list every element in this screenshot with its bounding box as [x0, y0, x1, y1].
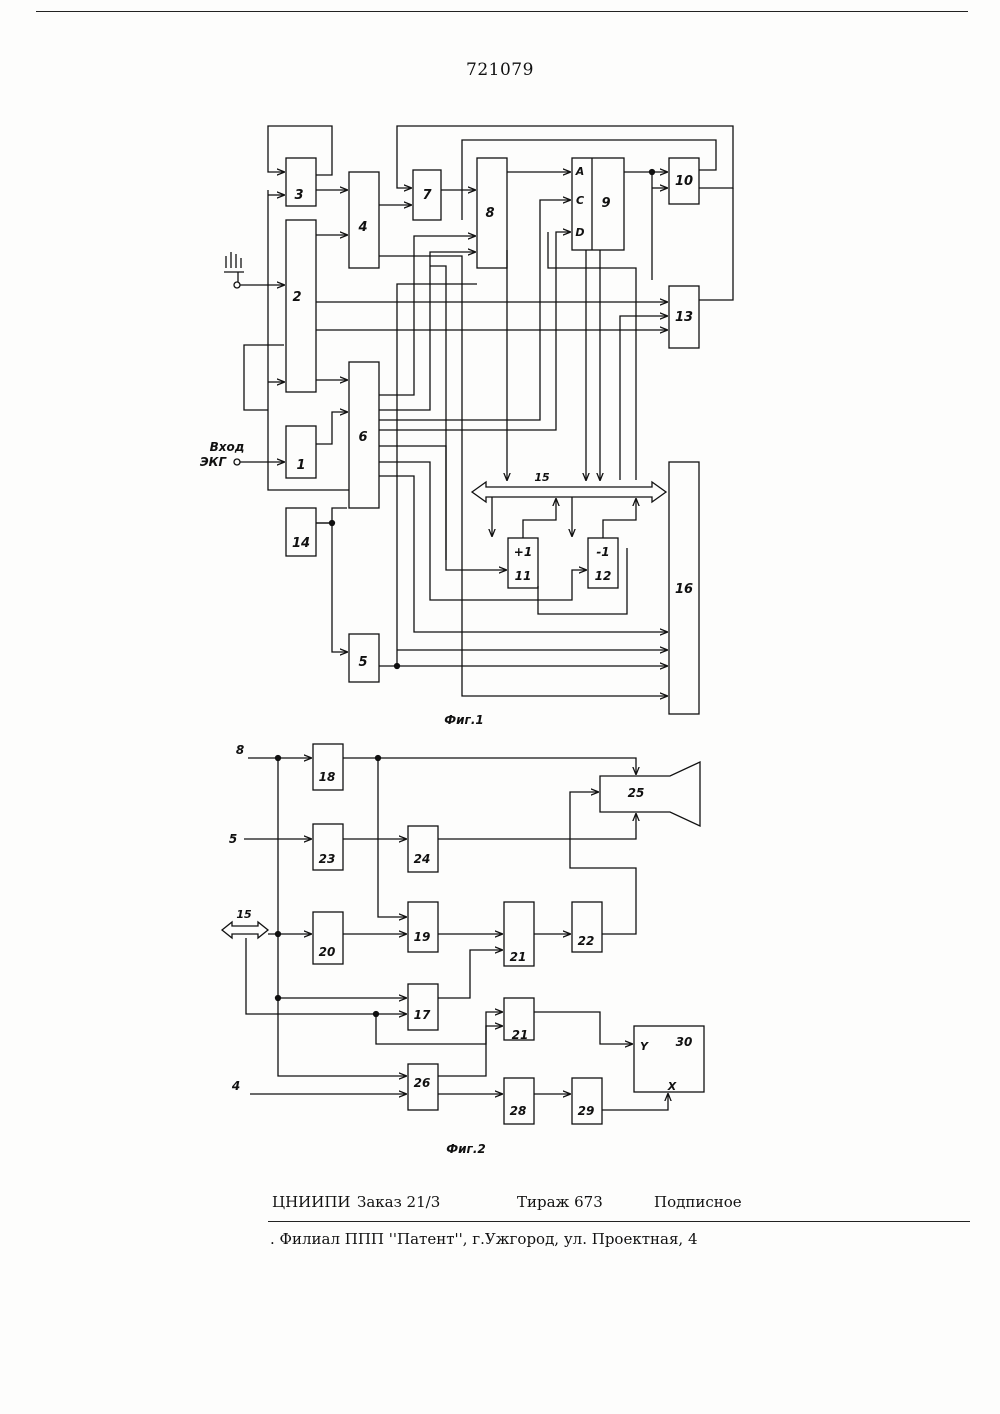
wire-22-to-25: [570, 792, 636, 934]
block-22-label: 22: [578, 934, 595, 948]
wire-6-to-11: [379, 446, 506, 570]
wire-18-to-19: [378, 758, 406, 917]
wire-11-to-bus: [523, 499, 556, 538]
figure-2: 8 5 15 4 18 23 24 20 19 21 22 17 21 26 2…: [222, 743, 704, 1156]
wire-17-to-21a: [438, 950, 502, 998]
block-29-label: 29: [578, 1104, 595, 1118]
block-10-label: 10: [675, 174, 693, 189]
footer-order: Заказ 21/3: [357, 1193, 440, 1211]
ekg-input-label-1: Вход: [210, 440, 245, 454]
wire-6-to-8a: [379, 236, 475, 395]
junction-9-10: [650, 170, 655, 175]
block-8-label: 8: [485, 206, 494, 221]
wire-6-to-8b: [379, 252, 475, 410]
block-26-label: 26: [414, 1076, 431, 1090]
block-30-axis-x: X: [667, 1080, 677, 1093]
input-bus-15: [222, 922, 268, 938]
block-28-label: 28: [510, 1104, 527, 1118]
wire-1-to-6: [316, 412, 347, 444]
wire-5-up: [397, 284, 477, 666]
figure-1: 1 2 3 4 5 6 7 8 9 A C D 10 13 14 16 +1 1…: [200, 126, 733, 727]
wire-18-to-25: [343, 758, 636, 774]
block-3-label: 3: [294, 188, 303, 203]
wire-26-to-21b: [438, 1026, 502, 1076]
wire-21b-to-30Y: [534, 1012, 632, 1044]
pulse-input-terminal: [234, 282, 240, 288]
block-11-op: +1: [514, 545, 532, 559]
fig2-caption: Фиг.2: [446, 1142, 486, 1156]
pulse-sensor-symbol: [224, 252, 244, 282]
wire-bus-to-13: [620, 316, 667, 480]
junction-14: [330, 521, 335, 526]
footer-branch: . Филиал ППП ''Патент'', г.Ужгород, ул. …: [270, 1230, 698, 1248]
block-20-label: 20: [319, 945, 336, 959]
block-11-label: 11: [515, 569, 532, 583]
wire-14-to-5: [316, 523, 347, 652]
ekg-input-terminal: [234, 459, 240, 465]
wire-24-to-25: [438, 814, 636, 839]
block-7-label: 7: [422, 188, 432, 203]
wire-29-to-30X: [602, 1094, 668, 1110]
wire-6-to-16b: [379, 256, 667, 696]
junction-17: [276, 996, 281, 1001]
block-5-label: 5: [358, 655, 367, 670]
input-4-label: 4: [231, 1079, 240, 1093]
block-30-label: 30: [676, 1035, 693, 1049]
block-19-label: 19: [414, 930, 431, 944]
block-19: [408, 902, 438, 952]
input-5-label: 5: [229, 832, 237, 846]
block-9-port-d: D: [575, 226, 584, 239]
junction-15: [276, 932, 281, 937]
block-4-label: 4: [357, 220, 367, 235]
ekg-input-label-2: ЭКГ: [200, 455, 228, 469]
input-15-label: 15: [236, 908, 252, 921]
wire-bus-to-9: [548, 232, 636, 480]
fig1-caption: Фиг.1: [444, 713, 484, 727]
wire-11-to-16: [538, 548, 627, 614]
input-8-label: 8: [236, 743, 244, 757]
block-2: [286, 220, 316, 392]
block-1-label: 1: [296, 458, 305, 473]
wire-2-side: [244, 345, 284, 410]
junction-in8: [276, 756, 281, 761]
wire-12-to-bus: [603, 499, 636, 538]
bus-15: [472, 482, 666, 502]
block-25-crt: [600, 762, 700, 826]
footer-rule: [268, 1221, 970, 1222]
block-21a-label: 21: [510, 950, 527, 964]
block-9-port-a: A: [575, 165, 585, 178]
block-17: [408, 984, 438, 1030]
block-9-label: 9: [601, 196, 610, 211]
wire-17-loop: [376, 1012, 502, 1044]
wire-13-to-top: [699, 188, 733, 300]
block-30-axis-y: Y: [640, 1040, 649, 1053]
block-9-port-c: C: [576, 194, 584, 207]
block-13-label: 13: [675, 310, 693, 325]
junction-17b: [374, 1012, 379, 1017]
block-14-label: 14: [292, 536, 310, 551]
block-17-label: 17: [414, 1008, 431, 1022]
wire-6-to-9C: [379, 200, 570, 420]
block-12-label: 12: [595, 569, 612, 583]
block-12-op: -1: [596, 545, 609, 559]
block-24-label: 24: [414, 852, 431, 866]
block-6-label: 6: [358, 430, 367, 445]
footer-subscription: Подписное: [654, 1193, 742, 1211]
wire-8-to-16: [430, 266, 446, 560]
junction-5: [395, 664, 400, 669]
block-18-label: 18: [319, 770, 336, 784]
footer-circulation: Тираж 673: [517, 1193, 603, 1211]
bus-15-label: 15: [534, 471, 550, 484]
footer-organization: ЦНИИПИ: [272, 1193, 351, 1211]
wire-6-to-12: [379, 462, 586, 600]
block-16-label: 16: [675, 582, 693, 597]
block-21b-label: 21: [512, 1028, 529, 1042]
block-2-label: 2: [292, 290, 301, 305]
block-23-label: 23: [319, 852, 336, 866]
wire-3-loop: [268, 126, 332, 175]
block-25-label: 25: [628, 786, 645, 800]
wire-6-to-9D: [379, 232, 570, 430]
